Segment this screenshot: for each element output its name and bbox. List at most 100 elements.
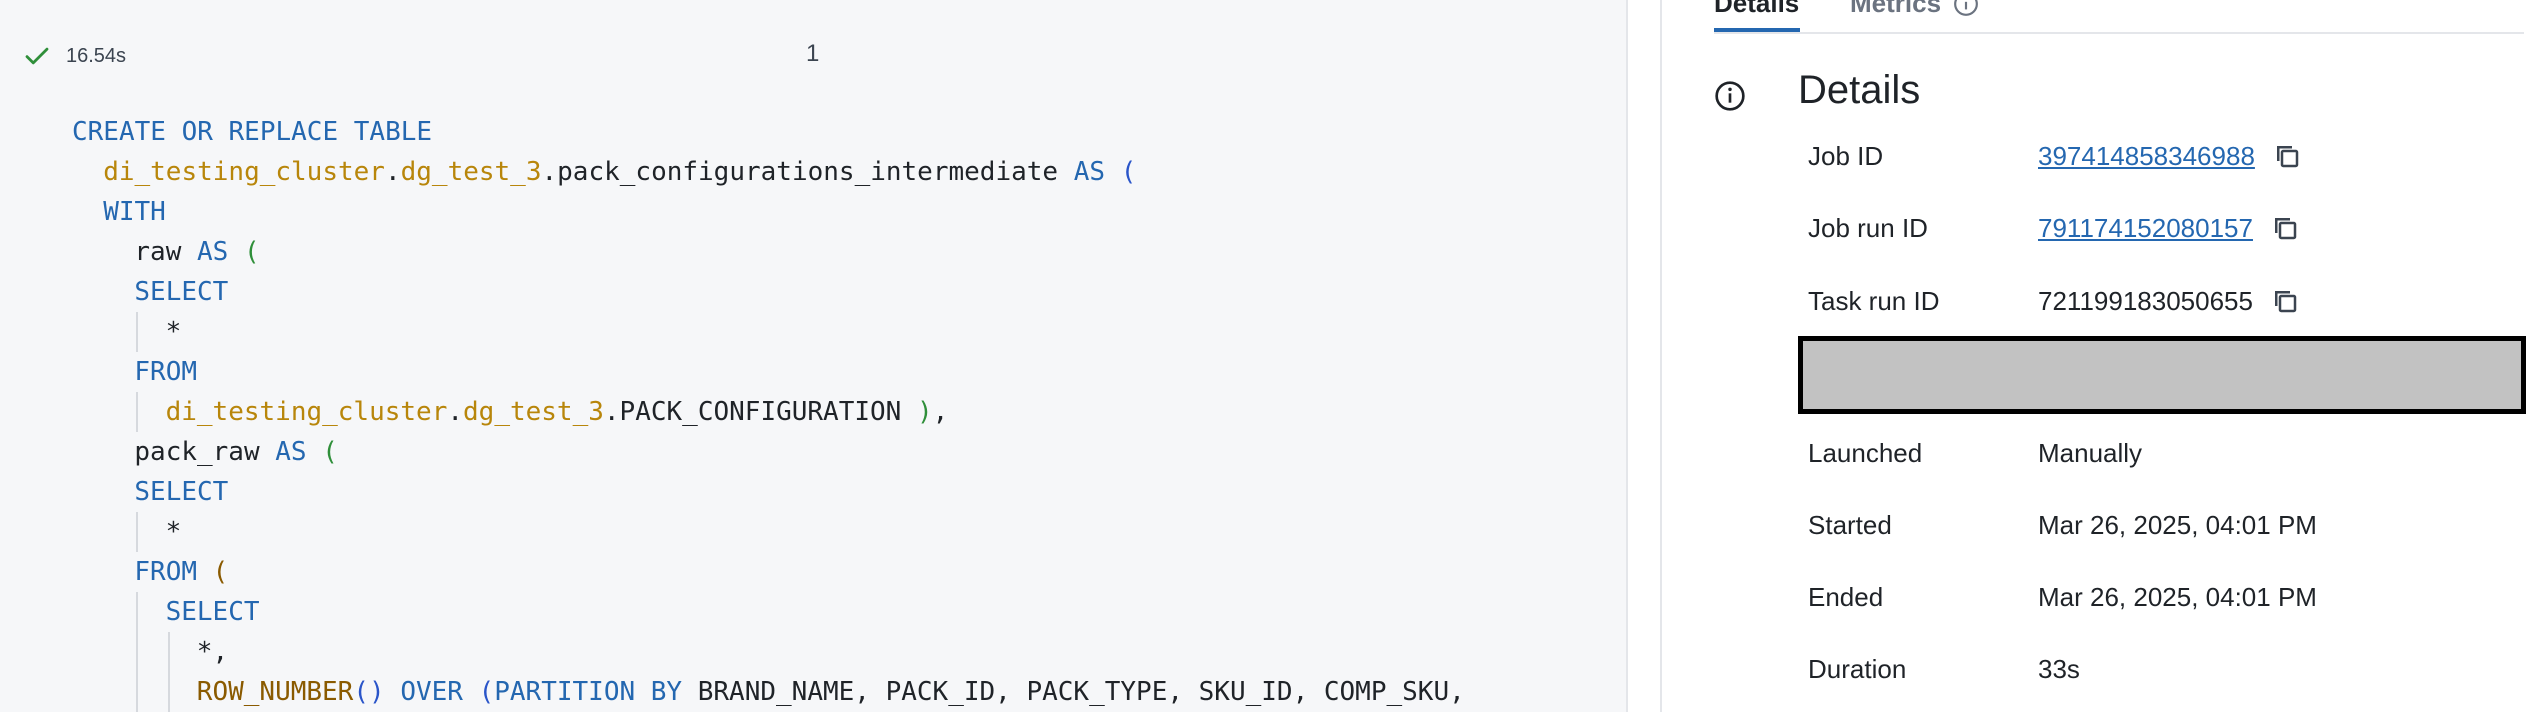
checkmark-icon	[25, 47, 49, 65]
code-line: pack_raw AS (	[72, 432, 1465, 472]
code-line-content: *	[166, 517, 182, 547]
started-value: Mar 26, 2025, 04:01 PM	[2038, 509, 2317, 540]
info-icon	[1954, 0, 1978, 16]
code-line-content: *	[166, 317, 182, 347]
job-run-id-link[interactable]: 791174152080157	[2038, 212, 2253, 243]
launched-row: Launched Manually	[1808, 433, 2142, 473]
code-line-content: *,	[197, 637, 228, 667]
ended-label: Ended	[1808, 581, 1884, 612]
indent-guide	[136, 632, 139, 672]
active-tab-indicator	[1714, 28, 1800, 32]
code-line: WITH	[72, 192, 1465, 232]
code-line-content: di_testing_cluster.dg_test_3.pack_config…	[103, 157, 1136, 187]
code-line-content: FROM (	[134, 557, 228, 587]
code-token: PARTITION BY	[494, 677, 683, 707]
redacted-area	[1798, 336, 2526, 414]
ended-value: Mar 26, 2025, 04:01 PM	[2038, 581, 2317, 612]
code-token: dg_test_3	[463, 397, 604, 427]
job-id-label: Job ID	[1808, 140, 1884, 171]
code-token: AS	[1073, 157, 1106, 187]
code-token: di_testing_cluster	[165, 397, 448, 427]
launched-value: Manually	[2038, 437, 2143, 468]
code-token: di_testing_cluster	[103, 157, 385, 187]
tab-metrics[interactable]: Metrics	[1850, 0, 1979, 19]
code-token	[197, 557, 213, 587]
code-line-content: pack_raw AS (	[134, 437, 338, 467]
launched-label: Launched	[1808, 437, 1923, 468]
code-line-content: ROW_NUMBER() OVER (PARTITION BY BRAND_NA…	[197, 677, 1465, 707]
job-id-row: Job ID 397414858346988	[1808, 136, 2303, 176]
code-token: CREATE OR REPLACE TABLE	[72, 117, 433, 147]
indent-guide	[136, 312, 139, 352]
job-run-id-label: Job run ID	[1808, 212, 1928, 243]
code-token: FROM	[134, 357, 198, 387]
copy-job-id-button[interactable]	[2271, 140, 2303, 172]
code-token: pack_raw	[134, 437, 276, 467]
code-token: SELECT	[165, 597, 260, 627]
duration-value: 33s	[2038, 653, 2080, 684]
code-token: *	[165, 317, 182, 347]
run-duration: 16.54s	[66, 44, 127, 67]
sql-code[interactable]: CREATE OR REPLACE TABLE di_testing_cluste…	[72, 112, 1465, 712]
tab-metrics-label: Metrics	[1850, 0, 1942, 18]
copy-icon	[2274, 291, 2297, 313]
code-line: *	[72, 512, 1465, 552]
indent-guide	[167, 632, 170, 672]
code-token: (	[243, 237, 260, 267]
code-token: raw	[134, 237, 198, 267]
code-line: *	[72, 312, 1465, 352]
task-run-id-row: Task run ID 721199183050655	[1808, 281, 2301, 321]
job-id-link[interactable]: 397414858346988	[2038, 140, 2255, 171]
run-status: 16.54s	[22, 38, 126, 74]
ended-row: Ended Mar 26, 2025, 04:01 PM	[1808, 577, 2317, 617]
code-token: AS	[197, 237, 229, 267]
code-token: ()	[353, 677, 385, 707]
code-line-content: SELECT	[134, 477, 228, 507]
code-line-content: WITH	[103, 197, 166, 227]
code-token: (	[478, 677, 495, 707]
info-icon	[1715, 81, 1745, 111]
duration-row: Duration 33s	[1808, 649, 2080, 689]
indent-guide	[136, 392, 139, 432]
code-token: SELECT	[134, 477, 229, 507]
copy-task-run-id-button[interactable]	[2269, 285, 2301, 317]
indent-guide	[136, 672, 139, 712]
code-line: ROW_NUMBER() OVER (PARTITION BY BRAND_NA…	[72, 672, 1465, 712]
tab-details[interactable]: Details	[1714, 0, 1799, 19]
code-line: SELECT	[72, 472, 1465, 512]
code-line: FROM	[72, 352, 1465, 392]
code-token	[307, 437, 323, 467]
code-line: di_testing_cluster.dg_test_3.pack_config…	[72, 152, 1465, 192]
started-row: Started Mar 26, 2025, 04:01 PM	[1808, 505, 2317, 545]
code-token: ROW_NUMBER	[196, 677, 354, 707]
code-line-content: di_testing_cluster.dg_test_3.PACK_CONFIG…	[166, 397, 949, 427]
code-token: .pack_configurations_intermediate	[541, 157, 1074, 187]
task-run-id-label: Task run ID	[1808, 285, 1940, 316]
copy-icon	[2274, 218, 2297, 240]
code-line-content: FROM	[134, 357, 197, 387]
details-panel: Details Metrics Details Job ID 397414858…	[1660, 0, 2544, 712]
indent-guide	[136, 512, 139, 552]
code-line-content: CREATE OR REPLACE TABLE	[72, 117, 432, 147]
tab-details-label: Details	[1714, 0, 1800, 18]
code-token	[1105, 157, 1121, 187]
indent-guide	[167, 672, 170, 712]
code-token: WITH	[103, 197, 166, 227]
code-line-content: SELECT	[166, 597, 260, 627]
cell-counter: 1	[806, 40, 820, 67]
code-line-content: raw AS (	[134, 237, 259, 267]
duration-label: Duration	[1808, 653, 1907, 684]
copy-job-run-id-button[interactable]	[2269, 212, 2301, 244]
code-token: OVER	[400, 677, 463, 707]
code-token: ,	[932, 397, 949, 427]
code-token: (	[212, 557, 229, 587]
code-token: )	[916, 397, 933, 427]
code-token: *,	[196, 637, 229, 667]
code-line: di_testing_cluster.dg_test_3.PACK_CONFIG…	[72, 392, 1465, 432]
code-line-content: SELECT	[134, 277, 228, 307]
code-line: FROM (	[72, 552, 1465, 592]
code-token: .PACK_CONFIGURATION	[603, 397, 917, 427]
code-token: .	[384, 157, 401, 187]
code-token	[385, 677, 401, 707]
indent-guide	[136, 592, 139, 632]
